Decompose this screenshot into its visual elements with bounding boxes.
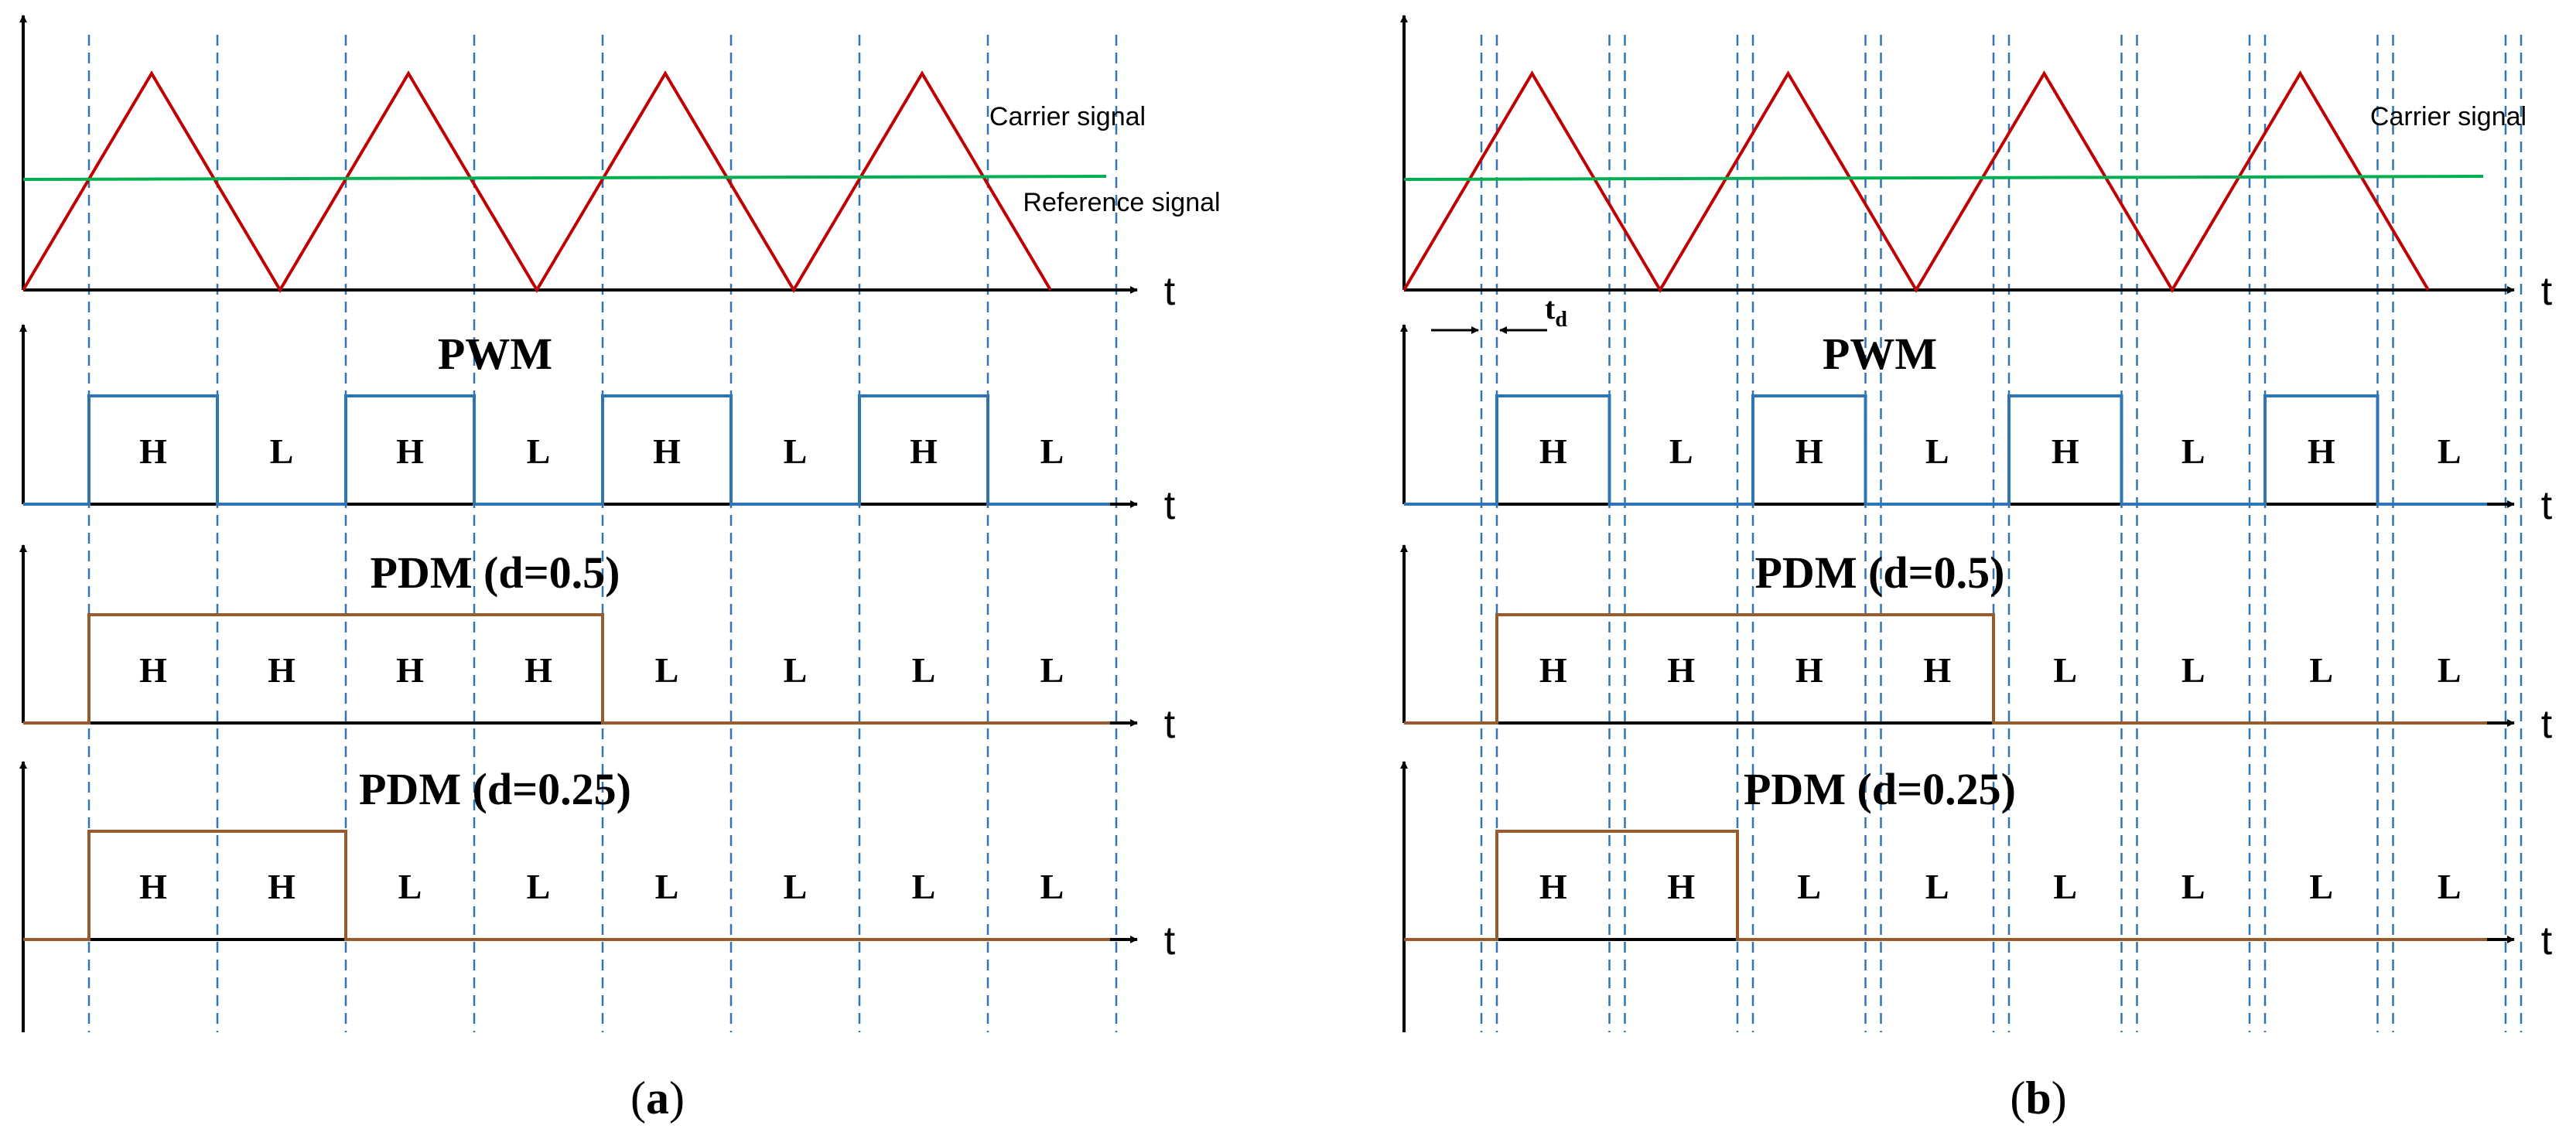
time-axis-label: t xyxy=(1164,919,1176,963)
state-label-L: L xyxy=(655,867,679,906)
state-label-H: H xyxy=(1667,650,1695,690)
pulse-trace xyxy=(23,394,1110,506)
state-label-L: L xyxy=(270,431,294,471)
state-label-L: L xyxy=(1040,431,1064,471)
carrier-signal-label: Carrier signal xyxy=(2370,102,2526,131)
state-label-L: L xyxy=(784,650,808,690)
state-label-H: H xyxy=(396,650,424,690)
state-label-L: L xyxy=(2438,650,2462,690)
time-axis-label: t xyxy=(2541,702,2553,747)
state-label-L: L xyxy=(912,650,936,690)
waveform-row-1: PWM H L H L H L H L xyxy=(1404,329,2487,506)
row-title: PWM xyxy=(438,329,552,379)
waveform-row-2: PDM (d=0.5) H H H H L L L L xyxy=(23,547,1110,725)
state-label-L: L xyxy=(1925,867,1949,906)
pulse-trace xyxy=(1404,830,2487,941)
time-axis-label: t xyxy=(2541,483,2553,528)
time-axis-label: t xyxy=(2541,269,2553,314)
state-label-L: L xyxy=(1925,431,1949,471)
state-label-L: L xyxy=(784,431,808,471)
time-axis-label: t xyxy=(1164,269,1176,314)
carrier-signal-label: Carrier signal xyxy=(989,102,1146,131)
state-label-H: H xyxy=(2052,431,2079,471)
state-label-L: L xyxy=(784,867,808,906)
caption-paren-close: ) xyxy=(669,1073,685,1124)
caption-letter: a xyxy=(646,1073,669,1124)
carrier-signal-wave xyxy=(22,70,1052,293)
state-label-L: L xyxy=(1797,867,1821,906)
time-axis-label: t xyxy=(2541,919,2553,963)
reference-signal-line xyxy=(22,175,1107,181)
waveform-row-1: PWM H L H L H L H L xyxy=(23,329,1110,506)
state-label-L: L xyxy=(912,867,936,906)
state-label-L: L xyxy=(1040,867,1064,906)
state-label-H: H xyxy=(139,650,167,690)
state-label-L: L xyxy=(2181,650,2205,690)
panel-caption: (a) xyxy=(630,1073,685,1124)
state-label-L: L xyxy=(655,650,679,690)
waveform-row-2: PDM (d=0.5) H H H H L L L L xyxy=(1404,547,2487,725)
reference-signal-label: Reference signal xyxy=(1023,188,1220,217)
panel-caption: (b) xyxy=(2010,1073,2066,1124)
reference-signal-line xyxy=(1403,175,2484,181)
state-label-H: H xyxy=(1795,431,1823,471)
pulse-trace xyxy=(23,613,1110,725)
caption-paren-close: ) xyxy=(2052,1073,2067,1124)
state-label-L: L xyxy=(2181,431,2205,471)
dead-time-subscript: d xyxy=(1555,308,1567,332)
time-axis-label: t xyxy=(1164,702,1176,747)
row-title: PDM (d=0.25) xyxy=(1744,764,2016,814)
state-label-L: L xyxy=(2053,867,2077,906)
state-label-L: L xyxy=(2438,867,2462,906)
state-label-L: L xyxy=(1040,650,1064,690)
row-title: PDM (d=0.5) xyxy=(1755,547,2005,598)
state-label-H: H xyxy=(1539,431,1567,471)
caption-paren-open: ( xyxy=(2010,1073,2025,1124)
state-label-L: L xyxy=(2438,431,2462,471)
state-label-H: H xyxy=(1923,650,1951,690)
state-label-H: H xyxy=(1539,867,1567,906)
state-label-H: H xyxy=(268,867,296,906)
state-label-H: H xyxy=(139,867,167,906)
state-label-H: H xyxy=(2308,431,2335,471)
row-title: PWM xyxy=(1823,329,1937,379)
caption-paren-open: ( xyxy=(630,1073,646,1124)
state-label-H: H xyxy=(139,431,167,471)
pulse-trace xyxy=(1404,394,2487,506)
pulse-trace xyxy=(23,830,1110,941)
state-label-L: L xyxy=(2181,867,2205,906)
state-label-H: H xyxy=(1795,650,1823,690)
caption-letter: b xyxy=(2025,1073,2051,1124)
row-title: PDM (d=0.5) xyxy=(371,547,620,598)
guide-lines xyxy=(1480,35,2523,1032)
state-label-L: L xyxy=(398,867,422,906)
state-label-H: H xyxy=(653,431,681,471)
state-label-H: H xyxy=(396,431,424,471)
state-label-L: L xyxy=(527,867,551,906)
time-axis-label: t xyxy=(1164,483,1176,528)
carrier-signal-wave xyxy=(1402,70,2430,293)
pulse-trace xyxy=(1404,613,2487,725)
state-label-H: H xyxy=(910,431,938,471)
state-label-L: L xyxy=(527,431,551,471)
dead-time-label: td xyxy=(1545,291,1567,332)
waveform-row-3: PDM (d=0.25) H H L L L L L L xyxy=(1404,764,2487,941)
state-label-L: L xyxy=(2309,867,2333,906)
row-title: PDM (d=0.25) xyxy=(359,764,631,814)
state-label-L: L xyxy=(2053,650,2077,690)
state-label-L: L xyxy=(2309,650,2333,690)
waveform-row-3: PDM (d=0.25) H H L L L L L L xyxy=(23,764,1110,941)
state-label-H: H xyxy=(524,650,552,690)
guide-lines xyxy=(87,35,1118,1032)
state-label-H: H xyxy=(1667,867,1695,906)
state-label-H: H xyxy=(268,650,296,690)
state-label-L: L xyxy=(1669,431,1693,471)
state-label-H: H xyxy=(1539,650,1567,690)
